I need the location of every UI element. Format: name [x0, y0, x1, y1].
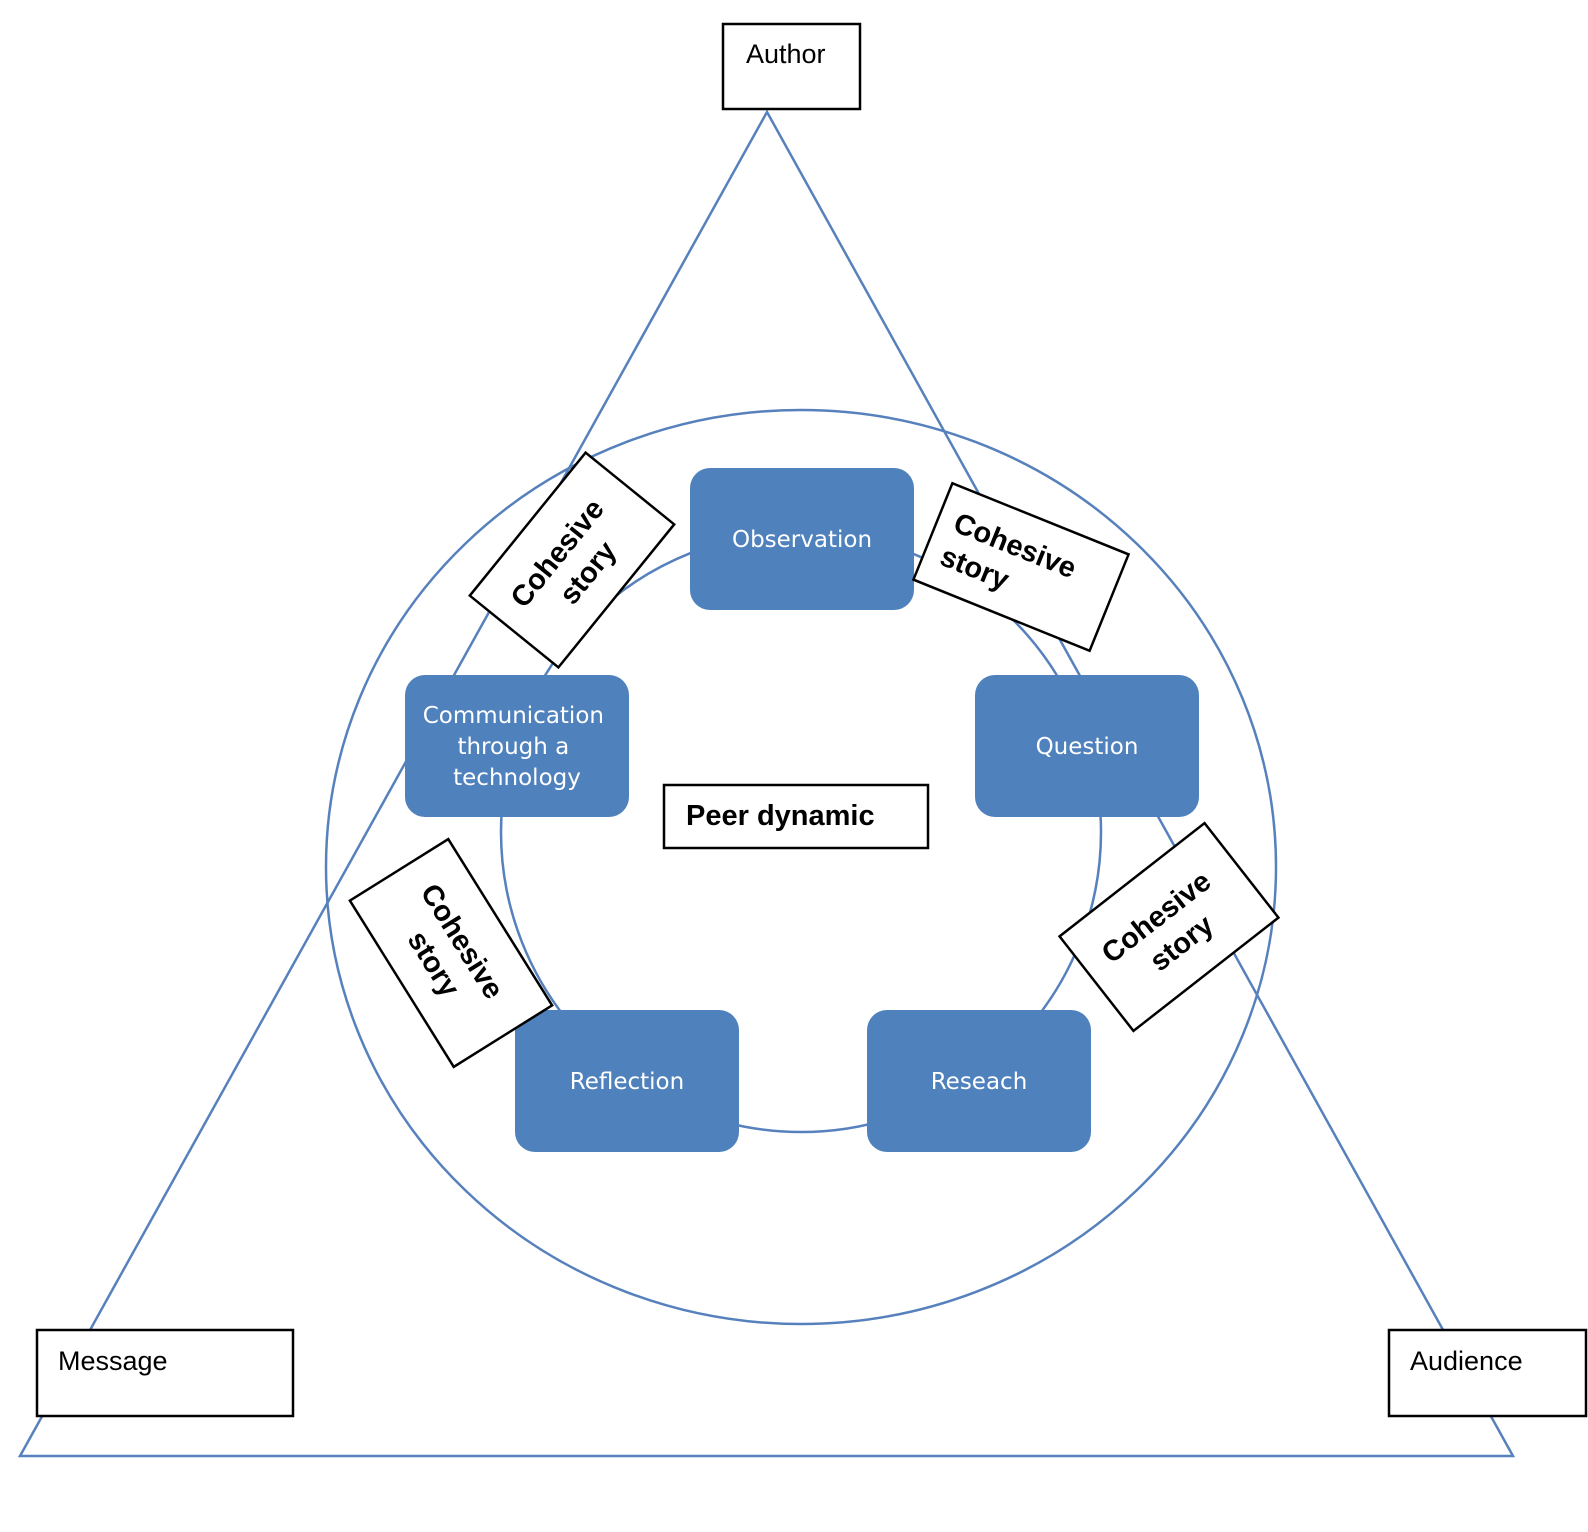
- node-question: Question: [975, 675, 1199, 817]
- node-research: Reseach: [867, 1010, 1091, 1152]
- cohesive-story-top-left: Cohesive story: [468, 450, 676, 670]
- svg-text:Reflection: Reflection: [570, 1069, 684, 1095]
- author-label: Author: [746, 39, 826, 69]
- node-communication-line-1: Communication: [423, 703, 604, 729]
- cohesive-story-bottom-right: Cohesive story: [1057, 821, 1281, 1033]
- node-question-label: Question: [1036, 734, 1139, 760]
- cohesive-story-top-right: Cohesive story: [911, 481, 1131, 653]
- message-box: Message: [35, 1328, 295, 1418]
- svg-text:Observation: Observation: [732, 527, 872, 553]
- outer-circle: [324, 408, 1278, 1326]
- audience-label: Audience: [1410, 1346, 1523, 1376]
- node-research-label: Reseach: [931, 1069, 1028, 1095]
- node-observation: Observation: [690, 468, 914, 610]
- svg-text:Question: Question: [1036, 734, 1139, 760]
- message-label: Message: [58, 1346, 168, 1376]
- svg-text:Reseach: Reseach: [931, 1069, 1028, 1095]
- svg-text:Communication through a: Communication through a technology: [423, 703, 612, 791]
- peer-dynamic-label: Peer dynamic: [686, 800, 875, 832]
- node-observation-label: Observation: [732, 527, 872, 553]
- node-communication: Communication through a technology: [405, 675, 629, 817]
- peer-dynamic-box: Peer dynamic: [662, 783, 930, 850]
- audience-box: Audience: [1387, 1328, 1588, 1418]
- node-communication-line-3: technology: [453, 765, 581, 791]
- node-reflection-label: Reflection: [570, 1069, 684, 1095]
- node-communication-line-2: through a: [457, 734, 569, 760]
- node-reflection: Reflection: [515, 1010, 739, 1152]
- author-box: Author: [721, 22, 862, 111]
